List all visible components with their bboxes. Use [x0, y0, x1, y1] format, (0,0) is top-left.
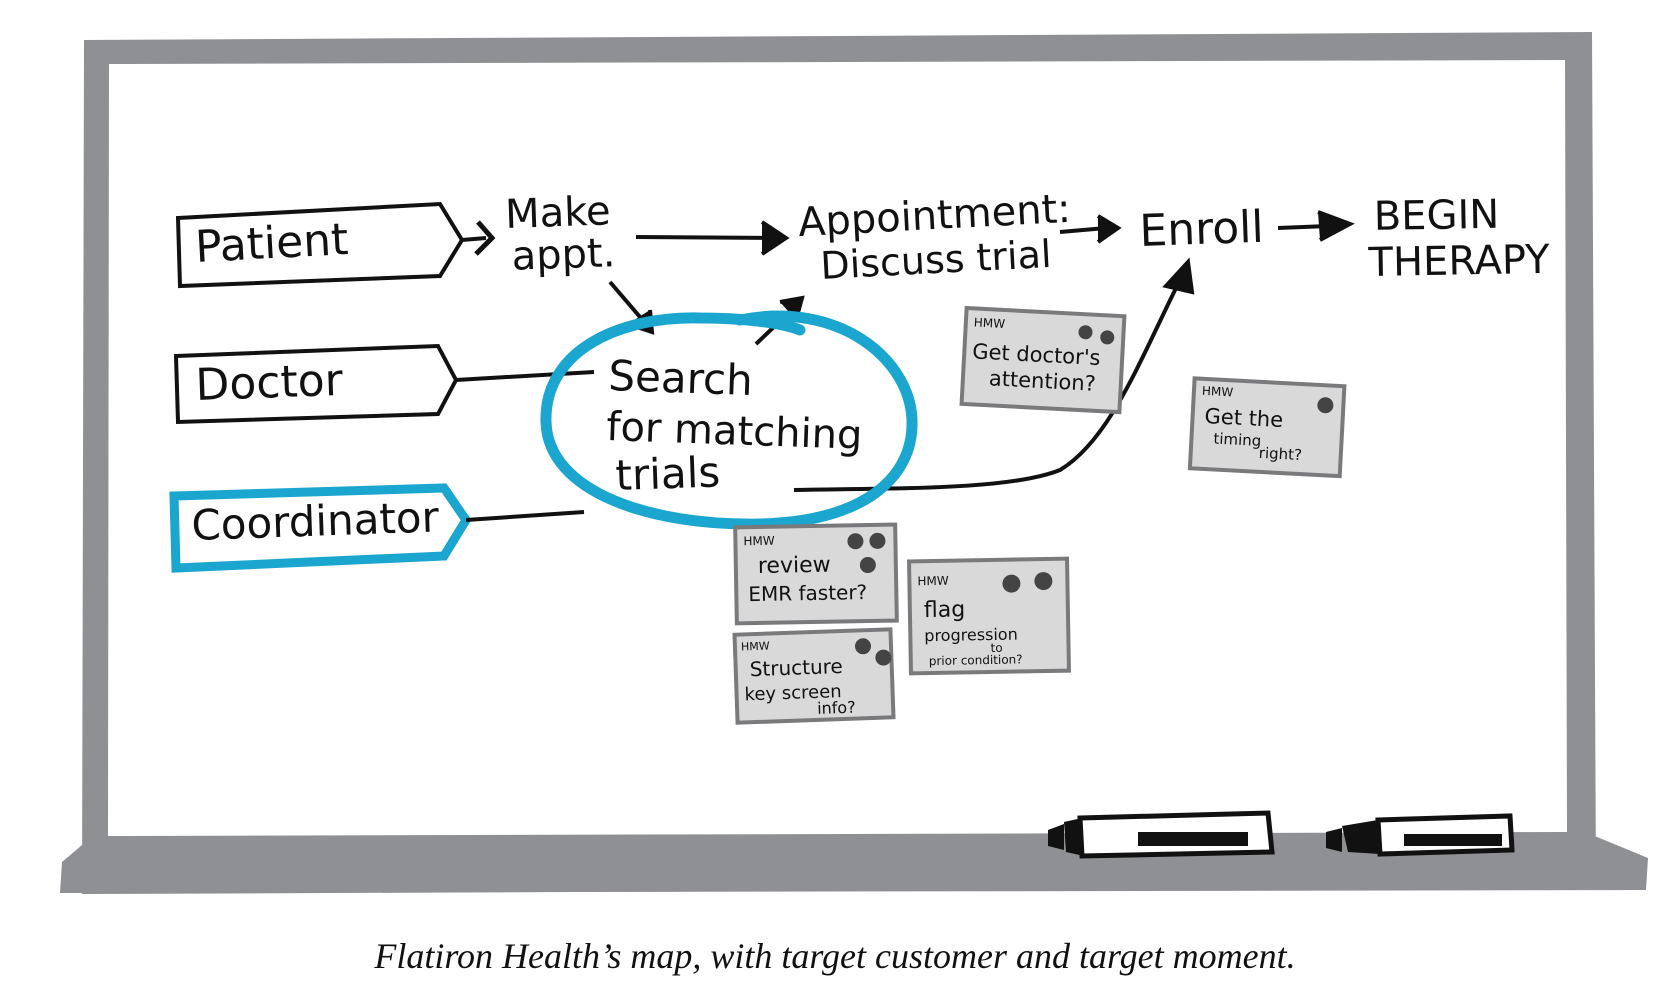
note-doctors-attention: HMW Get doctor's attention?: [959, 305, 1127, 415]
step-begin-therapy-line2: THERAPY: [1367, 237, 1550, 286]
vote-dot: [875, 649, 892, 666]
lane-patient: Patient: [175, 201, 465, 289]
lane-patient-label: Patient: [194, 214, 350, 273]
lane-doctor: Doctor: [173, 343, 459, 425]
note-line: Get the: [1204, 404, 1284, 432]
step-begin-therapy: BEGIN THERAPY: [1367, 192, 1550, 286]
step-make-appt: Make appt.: [504, 188, 616, 280]
note-line: prior condition?: [929, 652, 1023, 668]
lane-doctor-label: Doctor: [195, 355, 345, 411]
marker-left: [1048, 810, 1275, 859]
vote-dot: [859, 557, 876, 574]
vote-dot: [869, 532, 886, 549]
note-line: key screen: [744, 681, 842, 705]
vote-dot: [1100, 330, 1115, 345]
note-line: review: [758, 553, 831, 579]
vote-dot: [1317, 397, 1334, 414]
step-make-appt-line1: Make: [504, 188, 611, 238]
search-line2: for matching: [606, 404, 864, 459]
note-line: info?: [817, 698, 856, 718]
note-tag: HMW: [743, 534, 775, 549]
vote-dot: [1002, 574, 1021, 593]
vote-dot: [847, 533, 864, 550]
note-line: attention?: [988, 366, 1096, 396]
step-enroll: Enroll: [1139, 202, 1265, 257]
lane-coordinator: Coordinator: [169, 483, 472, 573]
step-begin-therapy-line1: BEGIN: [1373, 192, 1499, 240]
note-line: to: [990, 641, 1002, 655]
step-appointment: Appointment: Discuss trial: [797, 186, 1072, 288]
vote-dot: [854, 638, 871, 655]
note-flag-progression: HMW flag progression to prior condition?: [907, 556, 1072, 676]
note-line: timing: [1213, 429, 1262, 449]
step-make-appt-line2: appt.: [511, 230, 616, 280]
figure-caption: Flatiron Health’s map, with target custo…: [374, 936, 1296, 976]
search-line1: Search: [608, 351, 754, 405]
vote-dot: [1078, 325, 1093, 340]
note-line: progression: [924, 625, 1018, 646]
whiteboard-frame: [60, 32, 1648, 894]
note-line: right?: [1258, 444, 1302, 464]
lane-coordinator-label: Coordinator: [191, 492, 441, 550]
note-structure-screen: HMW Structure key screen info?: [732, 627, 896, 725]
note-line: Structure: [749, 654, 843, 681]
note-line: flag: [924, 597, 966, 623]
marker-right: [1326, 813, 1515, 857]
target-moment-search: Search for matching trials: [540, 310, 918, 530]
note-tag: HMW: [1202, 384, 1234, 400]
vote-dot: [1034, 572, 1053, 591]
note-tag: HMW: [974, 315, 1006, 331]
note-tag: HMW: [917, 574, 949, 589]
search-line3: trials: [615, 447, 721, 500]
note-timing: HMW Get the timing right?: [1187, 376, 1347, 479]
note-review-emr: HMW review EMR faster?: [733, 522, 899, 626]
flow-connectors: [455, 210, 1355, 522]
note-tag: HMW: [741, 640, 770, 654]
note-line: EMR faster?: [748, 580, 867, 606]
